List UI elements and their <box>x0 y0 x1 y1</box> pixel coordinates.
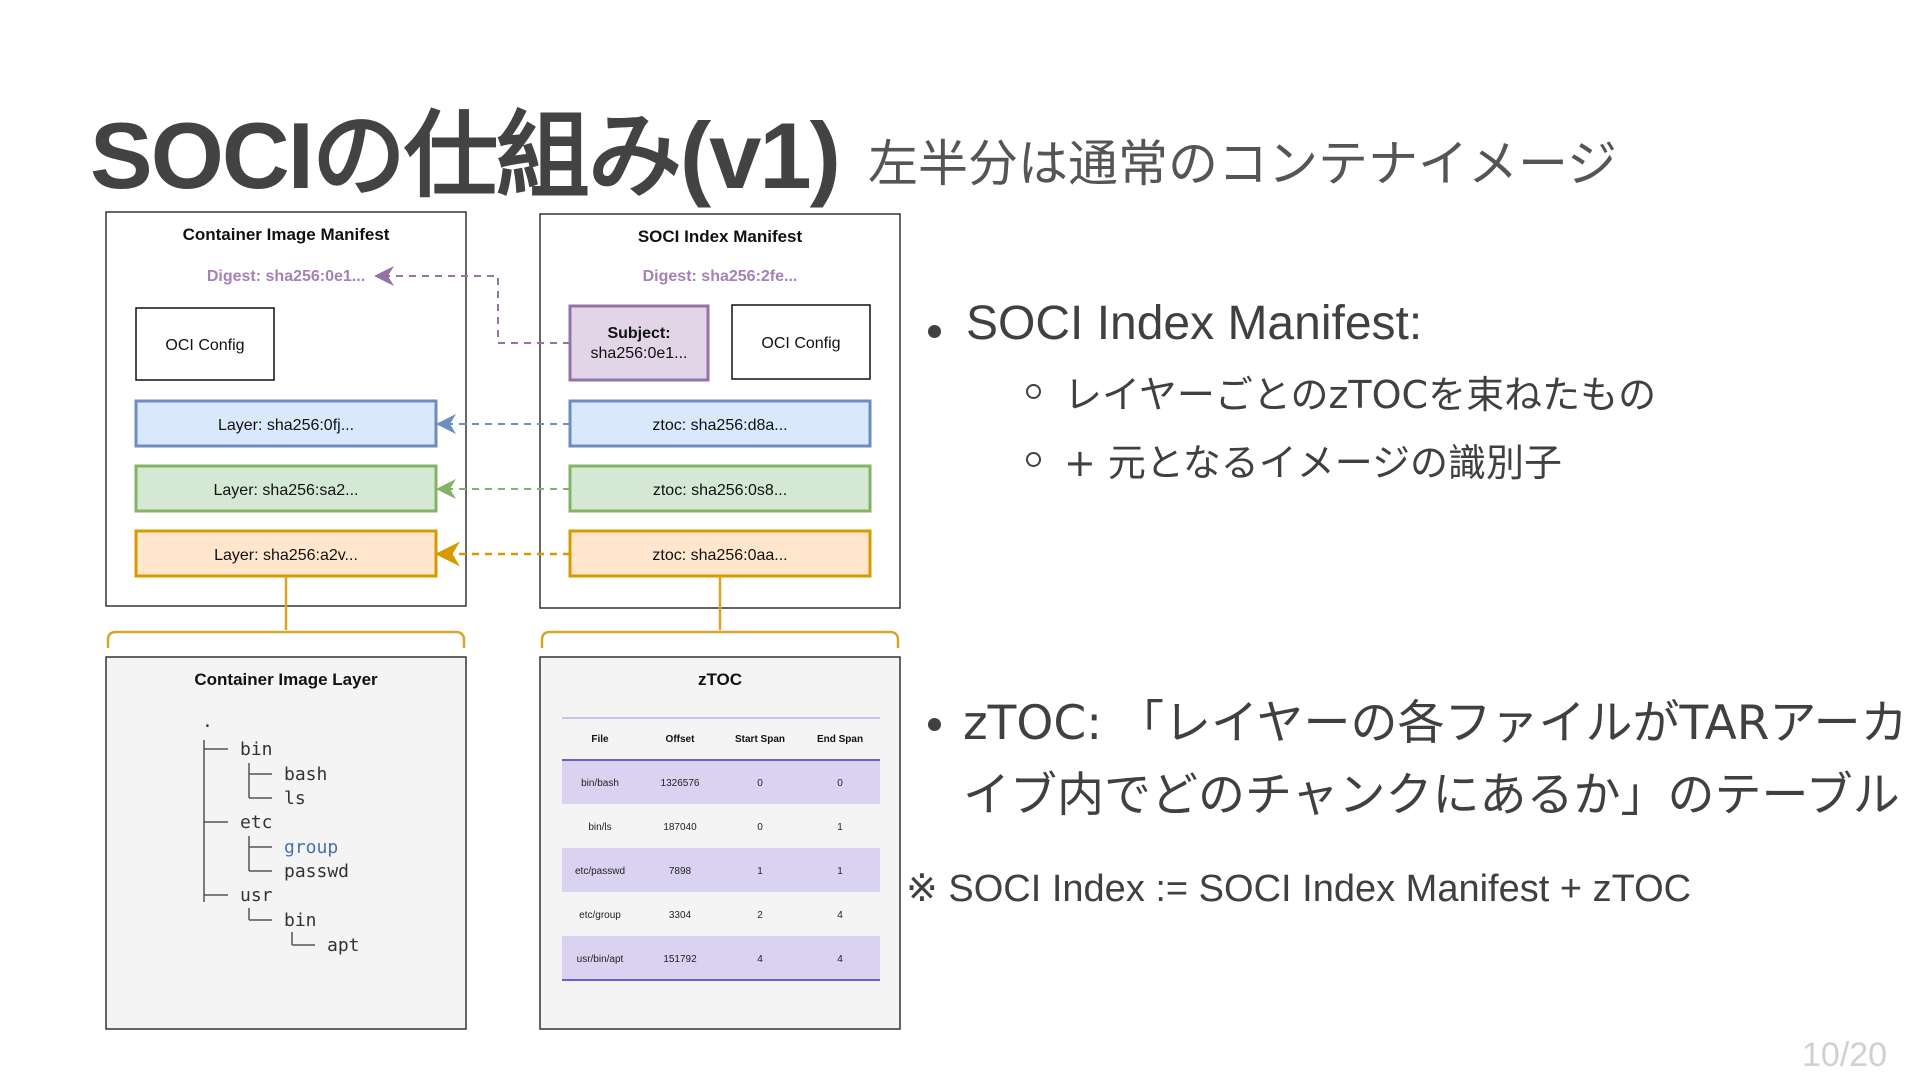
bullet-ztoc: zTOC: 「レイヤーの各ファイルがTARアーカイブ内でどのチャンクにあるか」の… <box>963 696 1908 823</box>
soci-manifest-digest: Digest: sha256:2fe... <box>643 268 798 285</box>
layer-label-blue: Layer: sha256:0fj... <box>218 417 354 434</box>
ztoc-header-cell: End Span <box>817 734 863 745</box>
subject-reference-arrow <box>374 266 570 344</box>
ztoc-table-title: zTOC <box>698 670 742 689</box>
ztoc-cell: bin/ls <box>588 822 611 833</box>
ztoc-cell: 151792 <box>663 954 697 965</box>
bullet-soci-index-manifest: SOCI Index Manifest: <box>966 297 1423 350</box>
oci-config-box-left <box>135 307 275 381</box>
tree-root: · <box>202 716 213 737</box>
soci-index-manifest: SOCI Index Manifest Digest: sha256:2fe..… <box>539 213 901 609</box>
tree-item-bash: bash <box>284 764 327 785</box>
file-tree <box>203 740 315 946</box>
ztoc-cell: usr/bin/apt <box>577 954 624 965</box>
ztoc-label-orange: ztoc: sha256:0aa... <box>652 547 787 564</box>
tree-item-etc: etc <box>240 812 273 833</box>
layer-box-green <box>134 464 438 513</box>
ztoc-cell: 1 <box>837 866 843 877</box>
subject-box <box>568 304 710 382</box>
ztoc-cell: 7898 <box>669 866 692 877</box>
page-number: 10/20 <box>1802 1036 1888 1074</box>
ztoc-header-cell: Offset <box>666 734 696 745</box>
soci-manifest-title: SOCI Index Manifest <box>638 227 803 246</box>
tree-item-apt: apt <box>327 935 360 956</box>
ztoc-cell: 1 <box>837 822 843 833</box>
container-layer-title: Container Image Layer <box>194 670 378 689</box>
sub-bullet-dot <box>1026 452 1041 467</box>
sub-bullet-dot <box>1026 384 1041 399</box>
ztoc-cell: etc/passwd <box>575 866 625 877</box>
tree-item-usr: usr <box>240 885 273 906</box>
bullet-dot <box>928 718 941 731</box>
ztoc-row-stripe <box>562 936 880 980</box>
layer-label-green: Layer: sha256:sa2... <box>214 482 359 499</box>
ztoc-table: File Offset Start Span End Span bin/bash 1326… <box>562 734 880 981</box>
container-manifest-title: Container Image Manifest <box>183 225 390 244</box>
tree-item-group: group <box>284 837 338 858</box>
sub-bullet-image-identifier: + 元となるイメージの識別子 <box>1064 441 1563 485</box>
oci-config-label-right: OCI Config <box>761 335 840 352</box>
ztoc-cell: 2 <box>757 910 763 921</box>
container-image-layer: Container Image Layer · bin bash ls etc … <box>105 656 467 1030</box>
ztoc-header-cell: Start Span <box>735 734 785 745</box>
bullet-dot <box>928 325 941 338</box>
ztoc-row-stripe <box>562 848 880 892</box>
oci-config-box-right <box>731 304 871 380</box>
slide-subtitle: 左半分は通常のコンテナイメージ <box>868 135 1617 193</box>
container-image-manifest: Container Image Manifest Digest: sha256:… <box>105 211 467 607</box>
tree-item-passwd: passwd <box>284 861 349 882</box>
ztoc-cell: 4 <box>837 954 843 965</box>
ztoc-cell: etc/group <box>579 910 621 921</box>
ztoc-header-cell: File <box>591 734 609 745</box>
ztoc-cell: 4 <box>837 910 843 921</box>
ztoc-cell: 0 <box>757 778 763 789</box>
ztoc-label-green: ztoc: sha256:0s8... <box>653 482 787 499</box>
ztoc-cell: 1 <box>757 866 763 877</box>
ztoc-table-box: zTOC File Offset Start Span End Span bin/bas… <box>539 656 901 1030</box>
layer-box-blue <box>134 399 438 448</box>
ztoc-cell: 1326576 <box>661 778 700 789</box>
tree-item-bin: bin <box>240 739 273 760</box>
brace-right <box>540 630 900 648</box>
ztoc-row-stripe <box>562 760 880 804</box>
slide-title: SOCIの仕組み(v1) <box>90 103 841 208</box>
subject-value: sha256:0e1... <box>591 345 688 362</box>
ztoc-label-blue: ztoc: sha256:d8a... <box>652 417 787 434</box>
ztoc-cell: 3304 <box>669 910 692 921</box>
layer-label-orange: Layer: sha256:a2v... <box>214 547 358 564</box>
soci-index-note: ※ SOCI Index := SOCI Index Manifest + zT… <box>906 868 1692 910</box>
ztoc-cell: 4 <box>757 954 763 965</box>
sub-bullet-ztoc-bundle: レイヤーごとのzTOCを束ねたもの <box>1064 373 1657 417</box>
oci-config-label-left: OCI Config <box>165 337 244 354</box>
ztoc-cell: 187040 <box>663 822 697 833</box>
tree-item-usr-bin: bin <box>284 910 317 931</box>
ztoc-cell: 0 <box>837 778 843 789</box>
tree-item-ls: ls <box>284 788 306 809</box>
container-manifest-digest: Digest: sha256:0e1... <box>207 268 365 285</box>
brace-left <box>106 630 466 648</box>
soci-architecture-diagram: Container Image Manifest Digest: sha256:… <box>105 211 901 1030</box>
ztoc-cell: 0 <box>757 822 763 833</box>
ztoc-cell: bin/bash <box>581 778 619 789</box>
subject-label: Subject: <box>607 325 670 342</box>
